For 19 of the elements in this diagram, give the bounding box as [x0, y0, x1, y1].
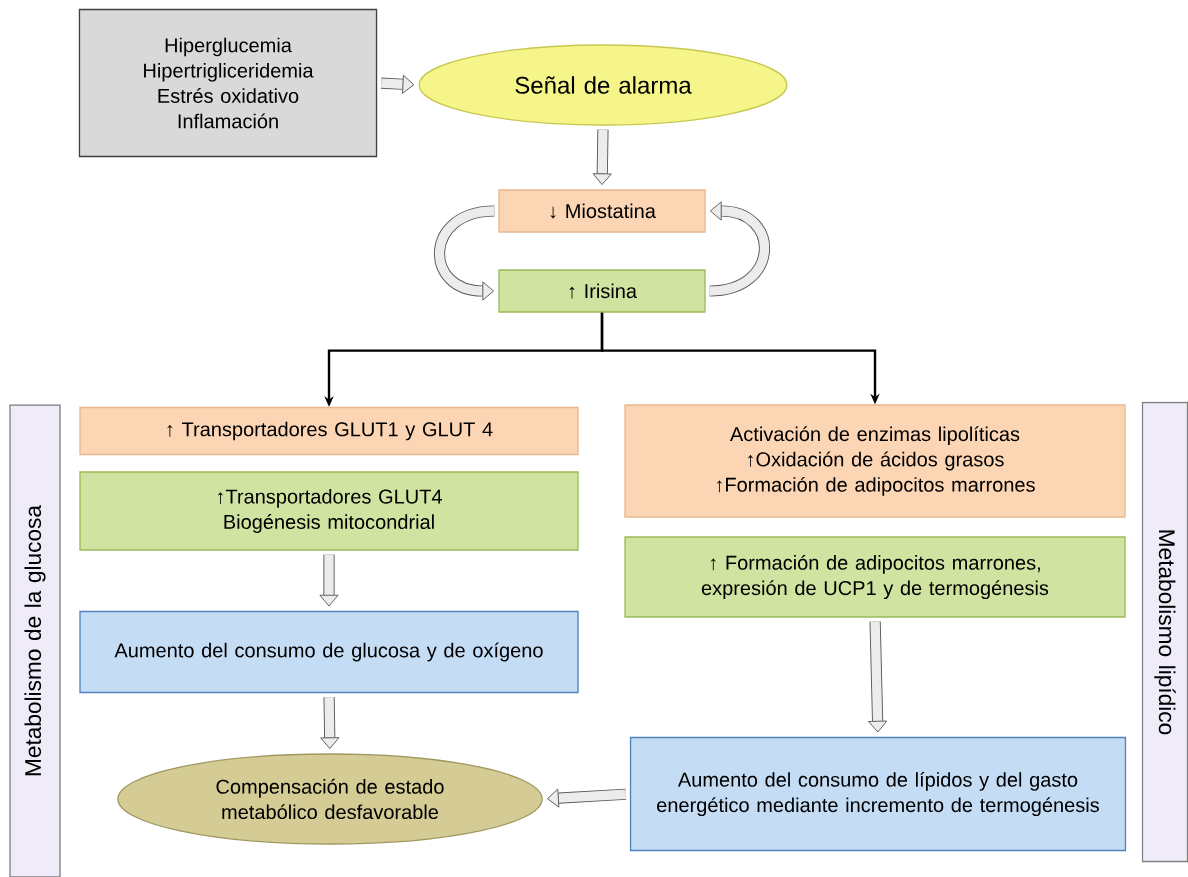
block-arrow: [592, 129, 612, 186]
result-box: Aumento del consumo de glucosa y de oxígeno: [79, 610, 579, 694]
factor-box: Hiperglucemia Hipertrigliceridemia Estrés oxidativo Inflamación: [78, 8, 378, 158]
process-box: ↓ Miostatina: [498, 189, 706, 233]
block-arrow: [380, 74, 415, 94]
block-arrow: [434, 205, 495, 301]
block-arrow: [868, 621, 888, 733]
block-arrow: [320, 697, 340, 750]
block-arrow: [709, 201, 770, 297]
process-box: ↑Transportadores GLUT4 Biogénesis mitocondrial: [79, 471, 579, 551]
process-box: ↑ Transportadores GLUT1 y GLUT 4: [79, 406, 579, 456]
block-arrow: [547, 788, 627, 808]
result-box: Aumento del consumo de lípidos y del gasto energético mediante incremento de termogénesis: [629, 736, 1127, 852]
process-box: ↑ Irisina: [498, 269, 706, 313]
side-band: Metabolismo de la glucosa: [9, 404, 61, 877]
process-box: Activación de enzimas lipolíticas ↑Oxidación de ácidos grasos ↑Formación de adipocitos marrones: [624, 404, 1126, 518]
side-band: Metabolismo lipídico: [1141, 401, 1188, 863]
block-arrow: [319, 554, 339, 607]
process-box: ↑ Formación de adipocitos marrones, expresión de UCP1 y de termogénesis: [624, 536, 1126, 618]
